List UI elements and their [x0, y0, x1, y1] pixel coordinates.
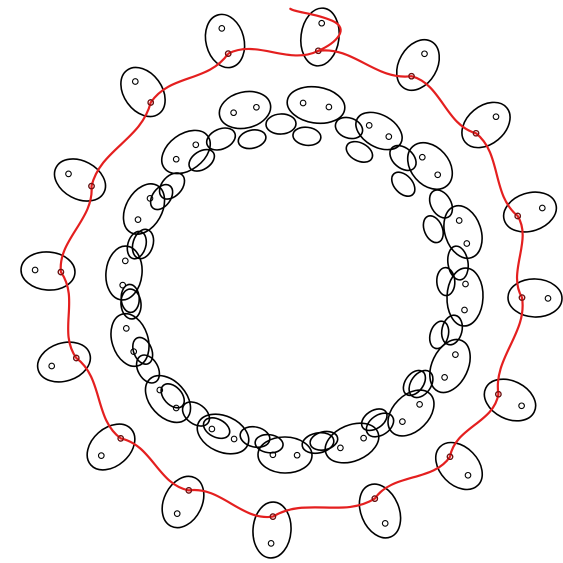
diagram-background — [0, 0, 563, 563]
ellipse-ring-diagram — [0, 0, 563, 563]
diagram-stage — [0, 0, 563, 563]
